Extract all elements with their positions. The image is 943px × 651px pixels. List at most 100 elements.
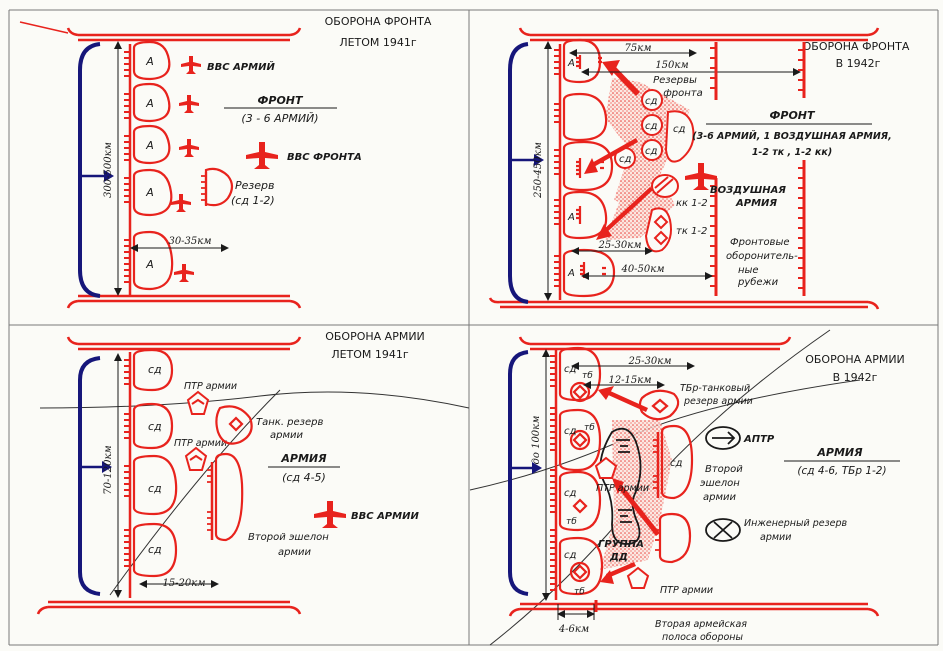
- front-boundary-bottom: [488, 297, 880, 310]
- army-boundary-top: [66, 336, 302, 351]
- second-echelon-line1: Второй: [705, 464, 743, 475]
- cavalry-corps-symbol: [654, 176, 674, 194]
- reserve-label-line1: Резерв: [235, 179, 274, 192]
- army-composition: (сд 4-6, ТБр 1-2): [797, 465, 886, 477]
- front-composition-line1: (3-6 АРМИЙ, 1 ВОЗДУШНАЯ АРМИЯ,: [692, 130, 891, 142]
- panel-front-1941: ОБОРОНА ФРОНТА ЛЕТОМ 1941г 300-500км: [19, 15, 432, 309]
- front-defensive-lines: [710, 42, 806, 296]
- front-composition-line2: 1-2 тк , 1-2 кк): [752, 147, 832, 158]
- panel-title-line1: ОБОРОНА АРМИИ: [325, 330, 425, 343]
- army-label-5: А: [145, 258, 154, 271]
- panel-title-line1: ОБОРОНА ФРОНТА: [325, 15, 432, 28]
- lines-label-3: ные: [738, 265, 759, 276]
- second-echelon-line3: армии: [703, 492, 737, 503]
- army-label: АРМИЯ: [816, 446, 863, 459]
- air-army-line1: ВОЗДУШНАЯ: [710, 185, 786, 196]
- panel-army-1941: ОБОРОНА АРМИИ ЛЕТОМ 1941г 70-120км: [36, 330, 470, 615]
- panel-army-1942: ОБОРОНА АРМИИ В 1942г до 100км: [469, 329, 905, 646]
- second-echelon-unit: [207, 452, 244, 542]
- front-boundary-top: [518, 27, 880, 42]
- army-composition: (сд 4-5): [282, 471, 326, 484]
- depth-label: 70-120км: [103, 445, 114, 494]
- army-label-1: А: [145, 55, 154, 68]
- vvs-army-label: ВВС АРМИИ: [351, 511, 419, 522]
- kk-label: кк 1-2: [676, 198, 708, 209]
- tbr-reserve-unit: [638, 389, 680, 421]
- dist-12-15: 12-15км: [608, 375, 651, 386]
- reserve-division-label: сд: [619, 154, 631, 165]
- panel-title-line2: В 1942г: [836, 57, 881, 70]
- army-label-1: А: [567, 58, 575, 69]
- second-echelon-line2: армии: [278, 547, 312, 558]
- panel-title-line2: В 1942г: [833, 371, 878, 384]
- division-labels: сд тб сд тб сд тб сд тб: [564, 364, 595, 597]
- army-boundary: [109, 389, 281, 596]
- division-labels: сд сд сд сд: [148, 363, 162, 556]
- dist-4-6: 4-6км: [558, 624, 589, 635]
- front-sector-bracket: [78, 42, 101, 298]
- lines-label-2: оборонитель-: [726, 250, 798, 262]
- panel-title-line2: ЛЕТОМ 1941г: [339, 36, 417, 49]
- depth-label: 250-450км: [533, 142, 544, 199]
- tbr-reserve-line2: резерв армии: [683, 396, 753, 407]
- army-label-2: А: [145, 97, 154, 110]
- group-dd-line1: ГРУППА: [598, 539, 644, 550]
- tank-reserve-unit: [215, 405, 253, 445]
- front-reserves-line1: Резервы: [653, 75, 697, 86]
- dist-25-30: 25-30км: [597, 240, 641, 251]
- front-label: ФРОНТ: [769, 109, 816, 122]
- ptr-army-label: ПТР армии: [596, 483, 649, 494]
- tbr-reserve-line1: ТБр-танковый: [680, 383, 750, 394]
- tank-brigade-label-2: тб: [584, 423, 595, 433]
- ptr-icons: [594, 456, 650, 589]
- lines-label-4: рубежи: [737, 276, 779, 288]
- army-unit-labels: А А А А А: [145, 55, 154, 271]
- panel-title-line1: ОБОРОНА АРМИИ: [805, 353, 905, 366]
- tank-corps-symbol: [653, 214, 669, 246]
- front-reserve-labels: сд сд сд сд сд: [619, 96, 685, 165]
- engineer-reserve-line1: Инженерный резерв: [744, 518, 848, 529]
- reserve-division-label: сд: [673, 124, 685, 135]
- ptr-label-1: ПТР армии: [184, 381, 237, 392]
- panel-title-line1: ОБОРОНА ФРОНТА: [803, 40, 910, 53]
- dist-25-30: 25-30км: [627, 356, 671, 367]
- army-label: АРМИЯ: [280, 452, 327, 465]
- ptr-label-2: ПТР армии: [174, 438, 227, 449]
- dist-40-50: 40-50км: [620, 264, 664, 275]
- army-boundary-bottom: [508, 602, 880, 617]
- vvs-front-label: ВВС ФРОНТА: [287, 152, 362, 163]
- division-label-4: сд: [564, 550, 576, 561]
- engineer-reserve-line2: армии: [760, 532, 791, 543]
- division-label-2: сд: [564, 426, 576, 437]
- ptr-icons: [184, 390, 210, 471]
- front-boundary-top: [19, 21, 302, 42]
- tank-brigade-label-1: тб: [582, 371, 593, 381]
- second-echelon-line2: эшелон: [700, 478, 740, 489]
- tank-reserve-line2: армии: [270, 430, 304, 441]
- army-width-label: 30-35км: [168, 236, 211, 247]
- engineer-reserve-symbol: [705, 518, 741, 542]
- division-units: [550, 346, 604, 600]
- lines-label-1: Фронтовые: [730, 237, 790, 248]
- dist-150: 150км: [655, 60, 688, 71]
- army-boundary-bottom: [36, 600, 302, 615]
- army-boundary-top: [518, 336, 792, 351]
- front-line: [39, 391, 470, 409]
- aptr-symbol: [705, 426, 741, 450]
- division-label-1: сд: [148, 363, 162, 376]
- panel-title-line2: ЛЕТОМ 1941г: [331, 348, 409, 361]
- army-label-5: А: [567, 268, 575, 279]
- army-units: [554, 38, 616, 300]
- front-label: ФРОНТ: [257, 94, 304, 107]
- reserve-label-line2: (сд 1-2): [231, 194, 275, 207]
- second-line-line1: Вторая армейская: [655, 619, 747, 630]
- army-units: [124, 40, 174, 295]
- division-label-3: сд: [564, 488, 576, 499]
- army-sector-bracket: [78, 356, 101, 596]
- second-echelon-division-label: сд: [670, 458, 682, 469]
- reserve-unit: [201, 167, 234, 207]
- reserve-division-label: сд: [645, 96, 657, 107]
- second-echelon-units: [653, 424, 694, 564]
- air-army-line2: АРМИЯ: [735, 198, 777, 209]
